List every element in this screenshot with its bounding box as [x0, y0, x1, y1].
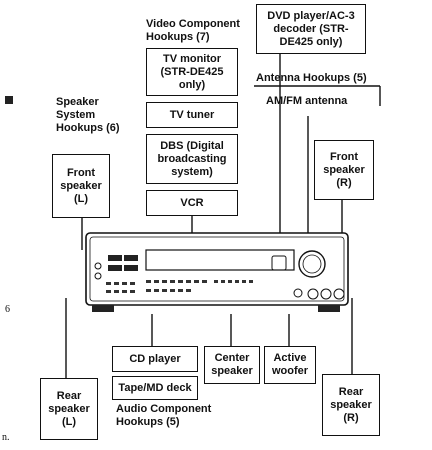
margin-six: 6 [5, 304, 10, 315]
video-component-label: Video Component Hookups (7) [146, 18, 240, 43]
tv-monitor-box: TV monitor (STR-DE425 only) [146, 48, 238, 96]
tv-tuner-box: TV tuner [146, 102, 238, 128]
antenna-hookups-label: Antenna Hookups (5) [256, 72, 367, 84]
front-speaker-left-box: Front speaker (L) [52, 154, 110, 218]
center-speaker-box: Center speaker [204, 346, 260, 384]
am-fm-antenna-label: AM/FM antenna [266, 95, 348, 107]
cd-player-box: CD player [112, 346, 198, 372]
dvd-player-box: DVD player/AC-3 decoder (STR- DE425 only… [256, 4, 366, 54]
margin-square-icon [5, 96, 13, 104]
speaker-system-label: Speaker System Hookups (6) [56, 96, 120, 134]
audio-component-label: Audio Component Hookups (5) [116, 403, 212, 428]
rear-speaker-left-box: Rear speaker (L) [40, 378, 98, 440]
rear-speaker-right-box: Rear speaker (R) [322, 374, 380, 436]
margin-n: n. [2, 432, 10, 443]
vcr-box: VCR [146, 190, 238, 216]
active-woofer-box: Active woofer [264, 346, 316, 384]
dbs-box: DBS (Digital broadcasting system) [146, 134, 238, 184]
front-speaker-right-box: Front speaker (R) [314, 140, 374, 200]
receiver-unit [85, 232, 349, 312]
tape-md-deck-box: Tape/MD deck [112, 376, 198, 400]
